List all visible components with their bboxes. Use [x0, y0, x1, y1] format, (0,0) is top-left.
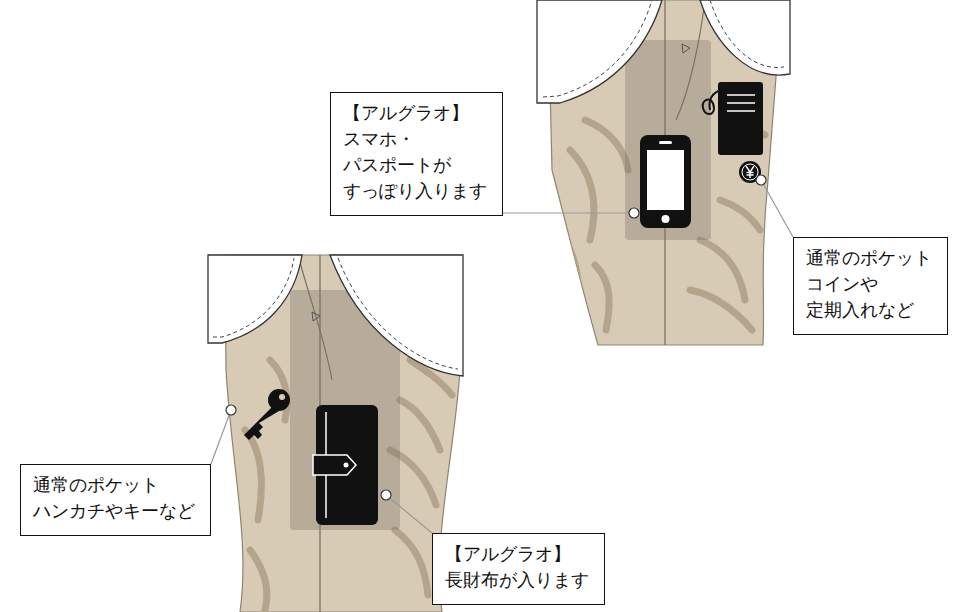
card-case-icon [703, 82, 763, 155]
callout-text: 長財布が入ります [445, 567, 589, 593]
callout-box: 【アルグラオ】スマホ・パスポートが すっぽり入ります [330, 92, 503, 216]
smartphone-icon [640, 135, 691, 228]
leader-dot [756, 175, 766, 185]
leader-dot [629, 208, 639, 218]
callout-heading: 【アルグラオ】 [343, 100, 469, 126]
callout-text: 通常のポケット ハンカチやキーなど [33, 472, 195, 524]
callout-box: 【アルグラオ】長財布が入ります [432, 533, 605, 605]
leader-line [761, 180, 793, 237]
callout-text: スマホ・パスポートが すっぽり入ります [343, 126, 487, 204]
leader-dot [226, 405, 236, 415]
leader-line [386, 495, 432, 533]
key-icon [244, 389, 290, 440]
callout-box: 通常のポケット コインや 定期入れなど [793, 237, 948, 335]
shirt-lower [208, 255, 463, 376]
callout-box: 通常のポケット ハンカチやキーなど [20, 464, 211, 536]
leader-line [211, 410, 231, 464]
leader-line [503, 212, 634, 213]
callout-text: 通常のポケット コインや 定期入れなど [806, 245, 932, 323]
callout-heading: 【アルグラオ】 [445, 541, 571, 567]
long-wallet-icon [313, 405, 378, 525]
leader-dot [381, 490, 391, 500]
